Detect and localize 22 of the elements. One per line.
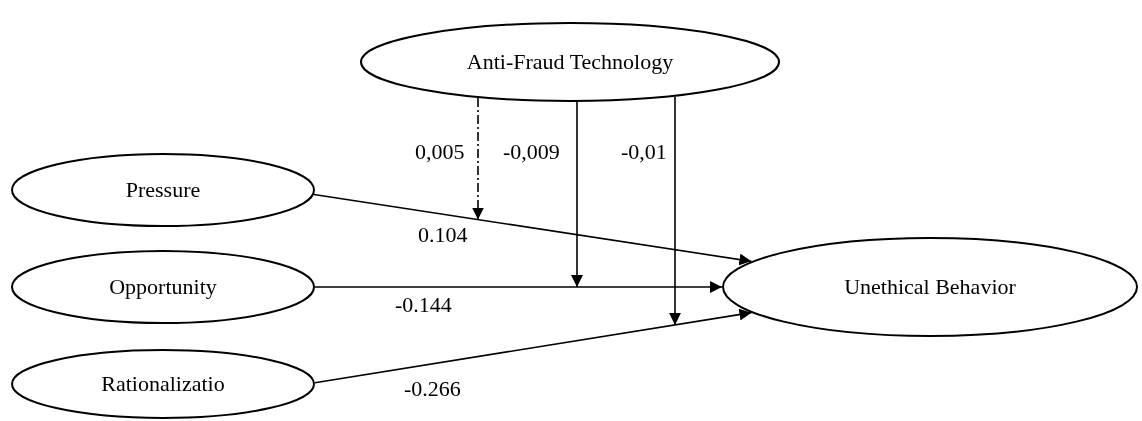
path-arrow [314, 281, 723, 293]
ellipse-node [722, 237, 1138, 337]
path-arrow [313, 193, 753, 266]
ellipse-node [11, 153, 315, 227]
node-label: Anti-Fraud Technology [466, 49, 674, 75]
edge-label: -0,009 [503, 141, 560, 163]
ellipse-node [11, 349, 315, 419]
node-label: Opportunity [109, 274, 217, 300]
path-arrow [314, 308, 753, 384]
node-label: Pressure [125, 177, 201, 203]
edge-label: 0.104 [418, 224, 468, 246]
ellipse-node [360, 22, 780, 102]
edge-label: -0,01 [621, 141, 667, 163]
edge-label: -0.144 [395, 294, 452, 316]
node-label: Unethical Behavior [844, 274, 1016, 300]
moderation-arrow [669, 95, 681, 326]
ellipse-node [11, 250, 315, 324]
moderation-arrow [571, 101, 583, 288]
edge-label: 0,005 [415, 141, 465, 163]
edge-label: -0.266 [404, 378, 461, 400]
moderation-arrow [472, 97, 484, 221]
node-label: Rationalizatio [101, 371, 225, 397]
